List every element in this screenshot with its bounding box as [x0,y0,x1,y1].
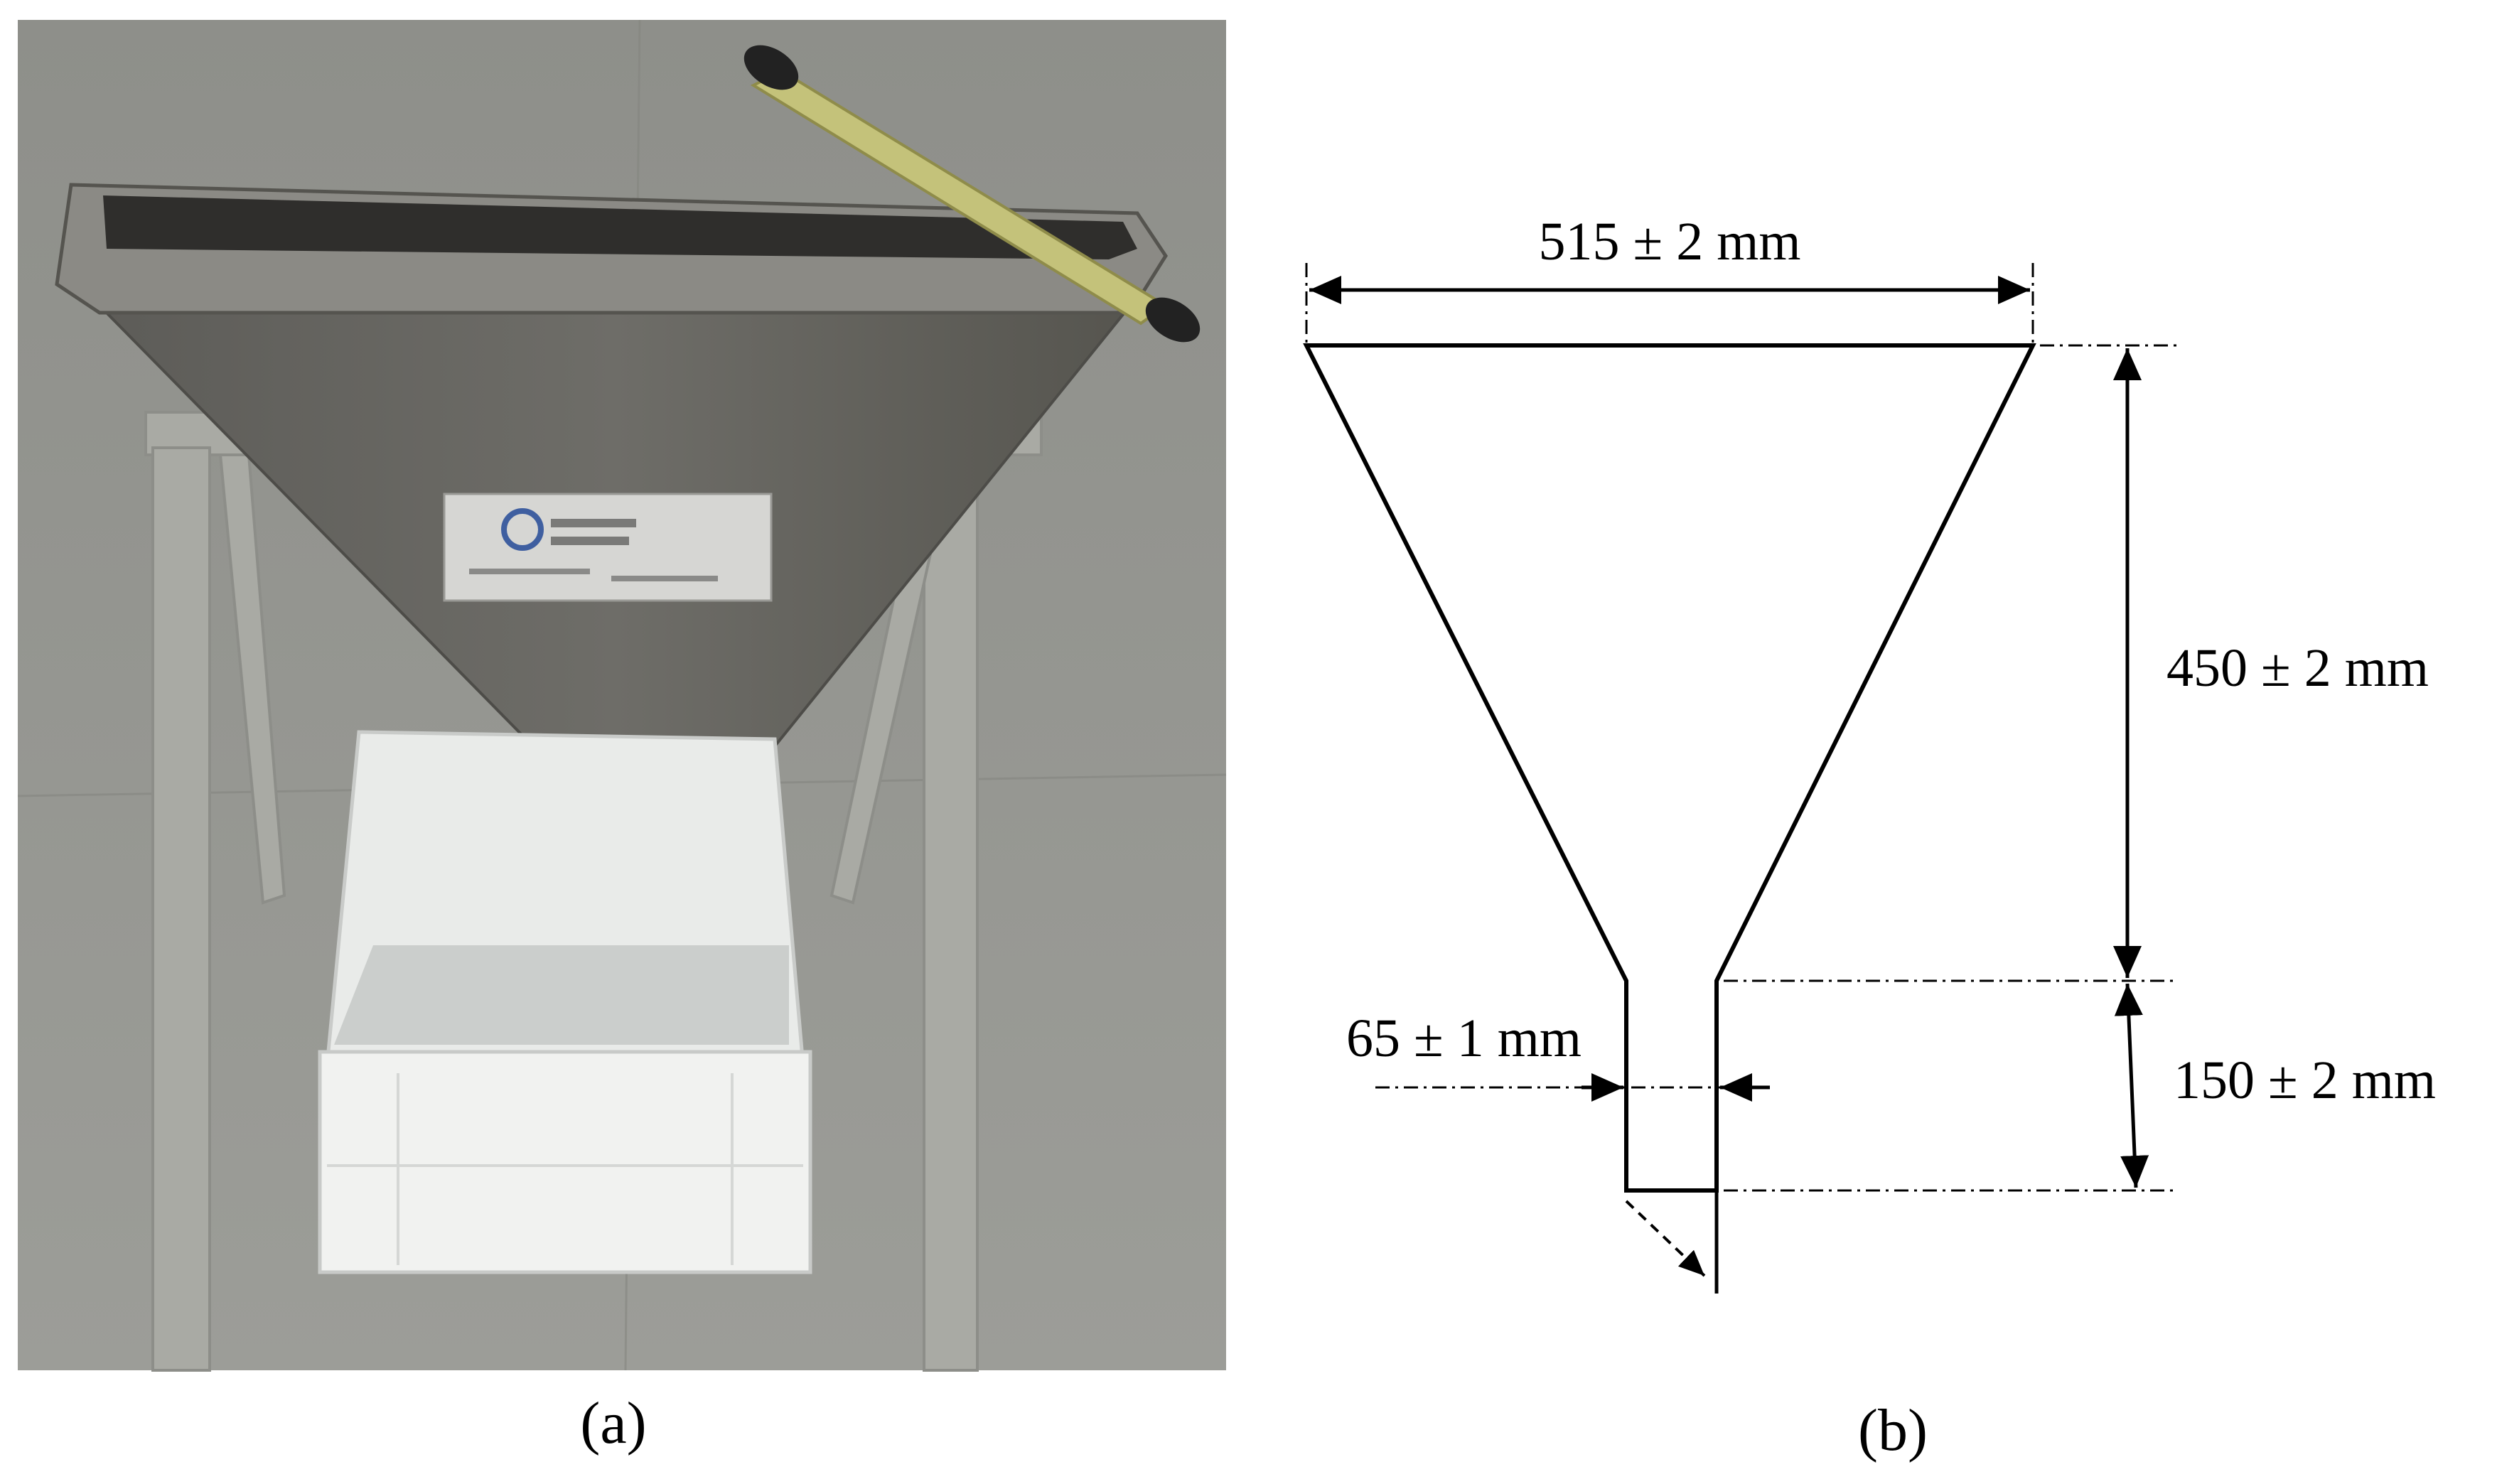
drawing-panel: 515 ± 2 mm 450 ± 2 mm 150 ± 2 mm 65 ± 1 … [1303,212,2436,1294]
spout-width-label: 65 ± 1 mm [1346,1009,1582,1068]
caption-b: (b) [1858,1397,1928,1463]
stand-leg-back-left [218,453,286,905]
straightedge-bar [743,45,1201,343]
stand-leg-front-left [151,446,211,1372]
caption-a: (a) [580,1390,646,1456]
cone-height-label: 450 ± 2 mm [2166,638,2429,698]
spout-height-arrow [2114,983,2149,1188]
spout-height-label: 150 ± 2 mm [2174,1050,2436,1110]
hopper-opening [103,195,1137,259]
photo-panel [17,19,1227,1372]
manufacturer-plate [443,493,773,602]
spout-outflow-arrow [1625,1200,1706,1277]
collection-bin [318,730,812,1274]
top-width-label: 515 ± 2 mm [1539,212,1801,271]
stand-leg-front-right [923,446,979,1372]
